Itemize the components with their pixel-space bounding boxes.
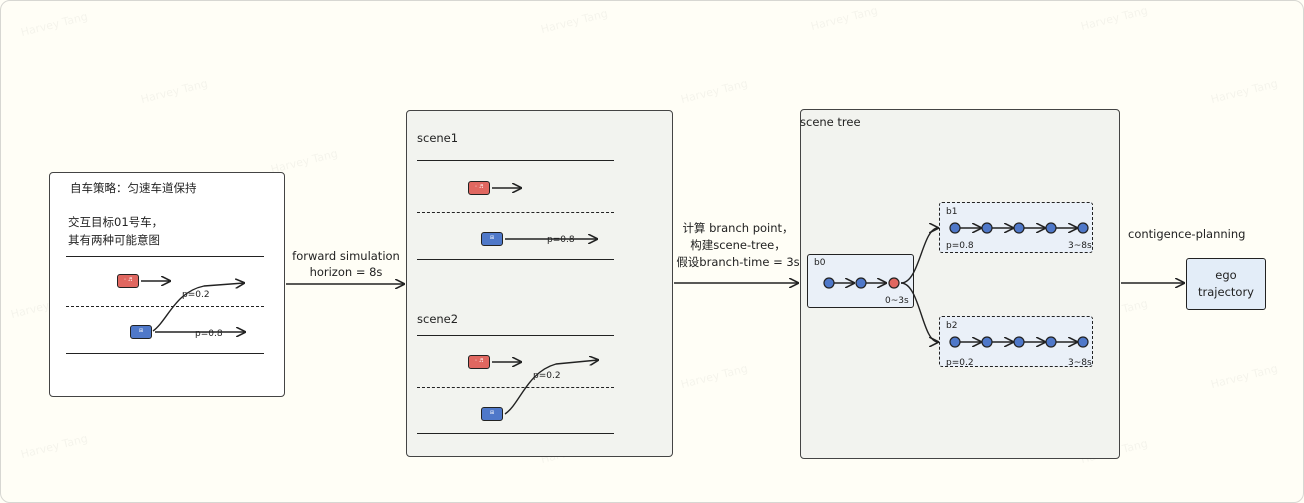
b2-node	[949, 336, 961, 348]
ego-car: ◦ ♬	[117, 274, 139, 288]
b0-node	[855, 277, 867, 289]
b1-node	[1013, 222, 1025, 234]
b2-label: b2	[946, 321, 958, 331]
contigence-planning-label: contigence-planning	[1128, 227, 1246, 241]
b0-time-label: 0~3s	[885, 296, 909, 306]
b2-node	[1077, 336, 1089, 348]
b2-node	[1045, 336, 1057, 348]
tree-nodes	[823, 222, 1089, 348]
target-left-change-trajectory	[152, 283, 244, 332]
b0-branch-node	[888, 277, 900, 289]
branch-point-label: 计算 branch point，	[682, 221, 794, 235]
trajectory-label: trajectory	[1198, 285, 1254, 299]
build-scene-tree-label: 构建scene-tree，	[690, 238, 786, 252]
b1-node	[1077, 222, 1089, 234]
scene1-ego-car: ◦ ♬	[468, 181, 490, 195]
ego-trajectory-box	[1186, 258, 1266, 310]
scene2-lane-divider	[417, 387, 614, 388]
b2-time-label: 3~8s	[1068, 358, 1092, 368]
b1-node	[949, 222, 961, 234]
b0-label: b0	[814, 258, 826, 268]
b0-node	[823, 277, 835, 289]
lane-line-top	[66, 256, 264, 257]
prob-left-change-label: p=0.2	[182, 290, 210, 300]
lane-divider	[66, 306, 264, 307]
b1-label: b1	[946, 207, 958, 217]
scene2-ego-car: ◦ ♬	[468, 355, 490, 369]
scene-tree-title: scene tree	[800, 115, 861, 129]
forward-simulation-label: forward simulation	[292, 249, 400, 263]
scene1-lane-divider	[417, 212, 614, 213]
branch-to-b1	[900, 228, 938, 284]
prob-straight-label: p=0.8	[195, 329, 223, 339]
target-car: ⊞	[130, 325, 152, 339]
branch-time-label: 假设branch-time = 3s	[676, 255, 800, 269]
scene1-target-car: ⊞	[481, 232, 503, 246]
initial-scene-panel	[49, 172, 285, 397]
scene2-title: scene2	[417, 312, 459, 326]
target-text-line2: 其有两种可能意图	[68, 233, 160, 247]
b2-prob-label: p=0.2	[946, 358, 974, 368]
ego-policy-text: 自车策略：匀速车道保持	[70, 181, 197, 195]
branch-to-b2	[900, 282, 938, 342]
scenes-panel	[406, 110, 673, 457]
b1-time-label: 3~8s	[1068, 241, 1092, 251]
b1-node	[981, 222, 993, 234]
b2-node	[981, 336, 993, 348]
scene2-prob-label: p=0.2	[533, 371, 561, 381]
scene2-lane-bottom	[417, 433, 614, 434]
scene1-lane-bottom	[417, 259, 614, 260]
b1-node	[1045, 222, 1057, 234]
b1-prob-label: p=0.8	[946, 241, 974, 251]
b2-node	[1013, 336, 1025, 348]
ego-label: ego	[1215, 268, 1237, 282]
target-text-line1: 交互目标01号车，	[68, 215, 164, 229]
scene1-title: scene1	[417, 131, 459, 145]
scene1-prob-label: p=0.8	[547, 235, 575, 245]
scene2-target-trajectory	[504, 360, 598, 415]
scene2-lane-top	[417, 335, 614, 336]
scene2-target-car: ⊞	[481, 407, 503, 421]
scene1-lane-top	[417, 160, 614, 161]
lane-line-bottom	[66, 353, 264, 354]
horizon-label: horizon = 8s	[309, 265, 383, 279]
